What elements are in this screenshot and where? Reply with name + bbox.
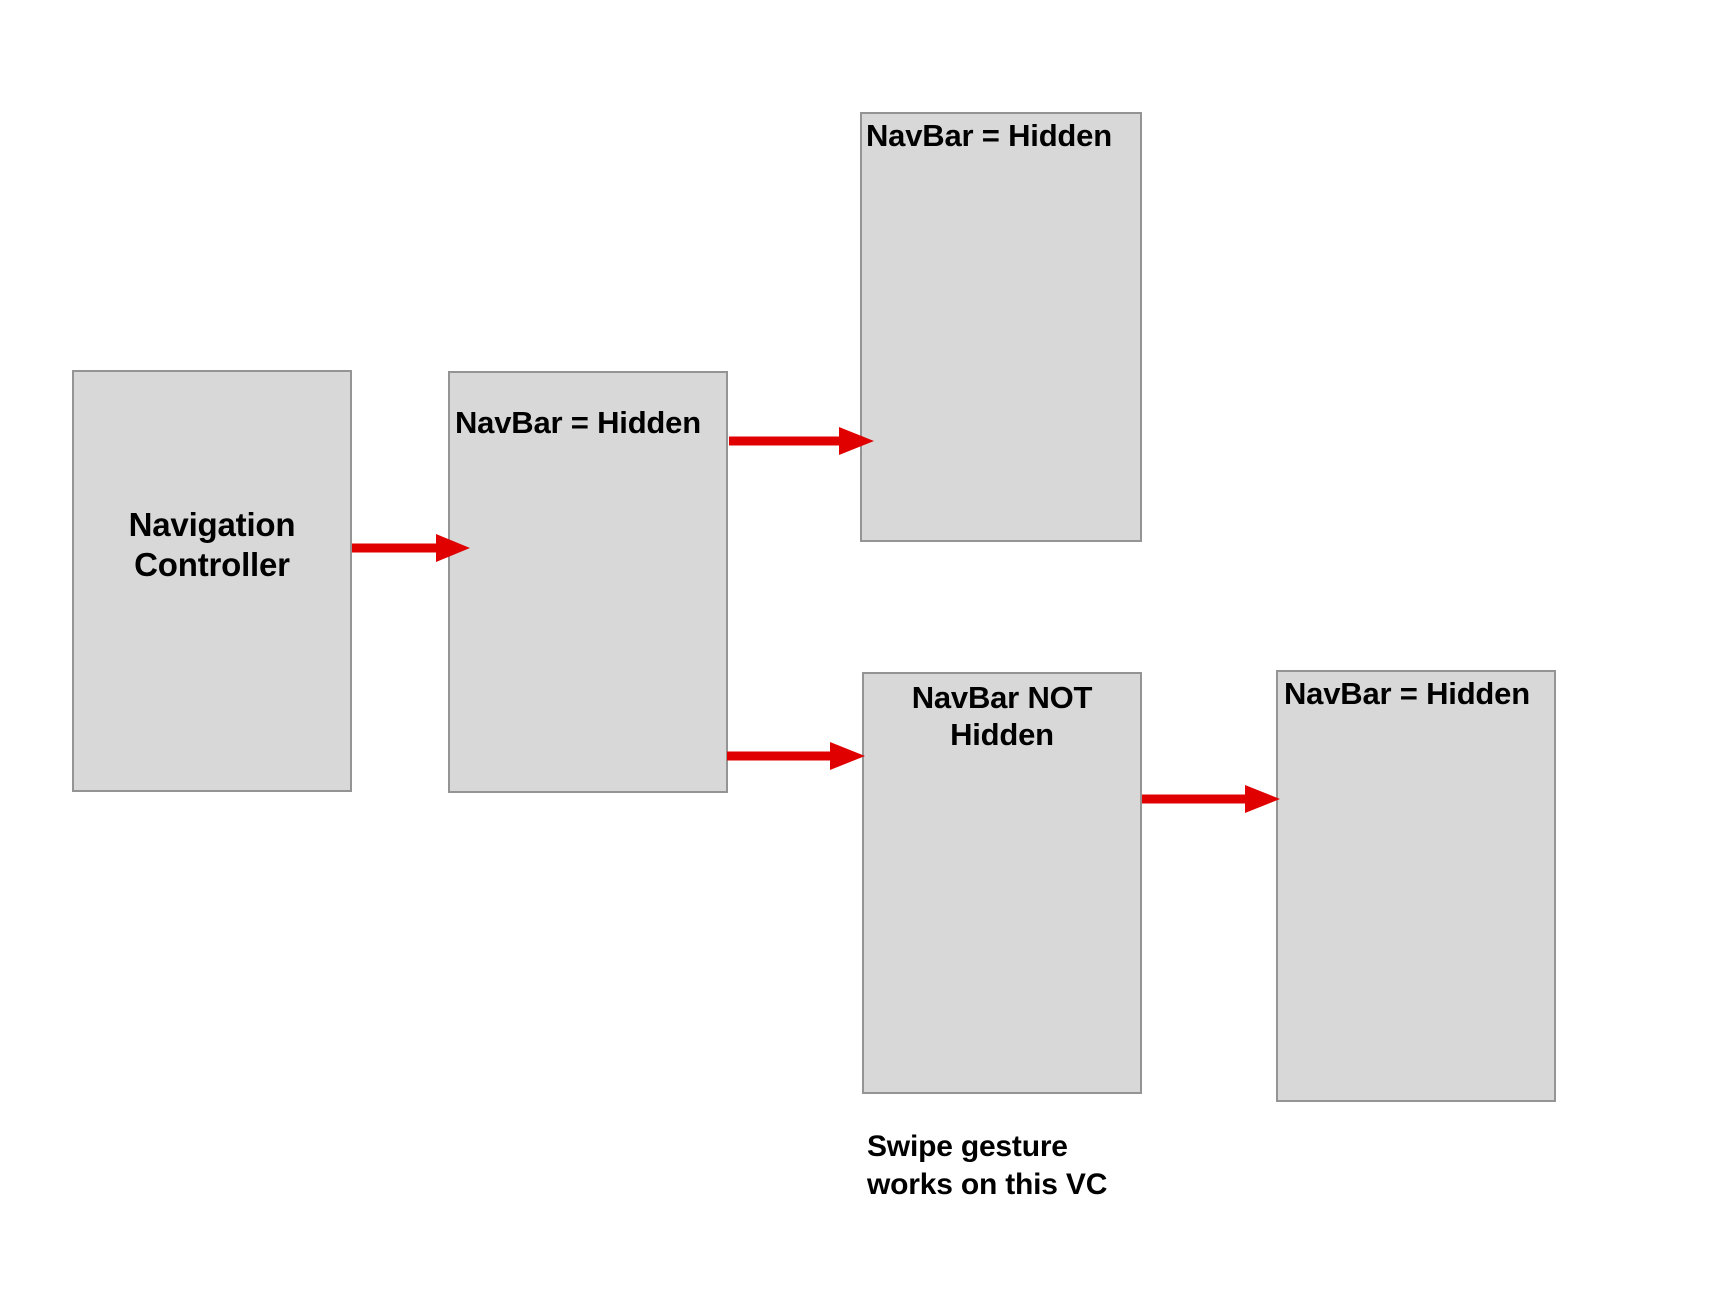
arrow-not-hidden-to-hidden-right [1142,779,1287,819]
box-pushed-vc-hidden-top-label: NavBar = Hidden [866,118,1112,153]
arrow-root-to-hidden-top [729,421,879,461]
box-navigation-controller-label: Navigation Controller [128,506,296,584]
box-root-view-controller[interactable] [448,371,728,793]
box-pushed-vc-hidden-right[interactable] [1276,670,1556,1102]
box-pushed-vc-hidden-top[interactable] [860,112,1142,542]
box-navigation-controller[interactable] [72,370,352,792]
box-pushed-vc-hidden-right-label: NavBar = Hidden [1284,676,1530,711]
swipe-gesture-note: Swipe gesture works on this VC [867,1130,1108,1201]
box-root-view-controller-label: NavBar = Hidden [455,405,701,440]
arrow-root-to-not-hidden [727,736,872,776]
box-pushed-vc-not-hidden-label: NavBar NOT Hidden [911,680,1093,752]
box-pushed-vc-not-hidden[interactable] [862,672,1142,1094]
